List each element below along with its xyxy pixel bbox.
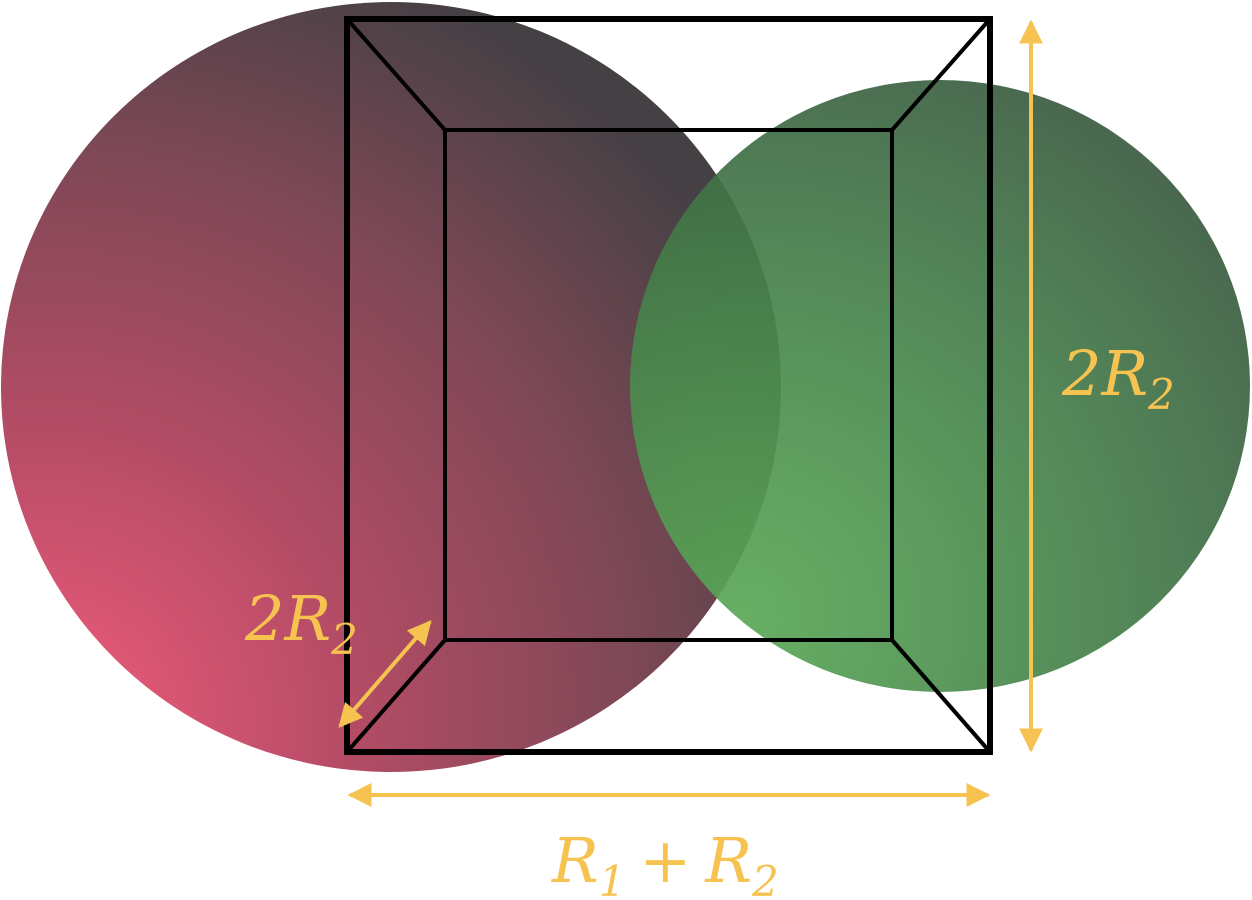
height-label: 2R2: [1061, 337, 1175, 419]
dimension-arrows: [338, 19, 1043, 807]
box-edge-bottom-right: [890, 638, 992, 754]
box-edge-top-right: [890, 17, 992, 132]
box-outer-face: [344, 16, 993, 755]
depth-arrow: [338, 620, 432, 728]
small-sphere: [630, 80, 1250, 692]
box-edge-top-left: [345, 17, 447, 132]
width-label: R1+R2: [551, 824, 779, 900]
large-sphere: [1, 2, 781, 772]
depth-label: 2R2: [244, 582, 358, 664]
box-inner-face: [443, 128, 894, 642]
